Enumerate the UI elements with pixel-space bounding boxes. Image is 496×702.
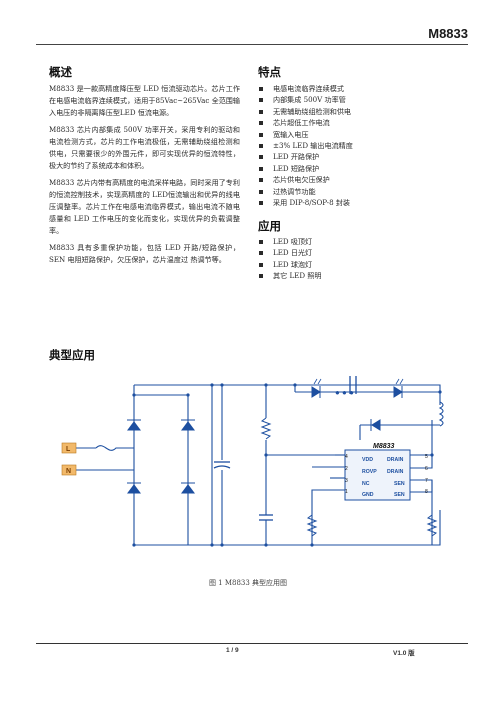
- pin-label: SEN: [394, 492, 405, 498]
- feature-item: 电感电流临界连续模式: [258, 83, 458, 94]
- application-item: LED 日光灯: [258, 247, 458, 258]
- pin-number: 2: [345, 466, 348, 472]
- features-heading: 特点: [258, 65, 281, 79]
- pin-number: 5: [425, 454, 428, 460]
- pin-label: SEN: [394, 481, 405, 487]
- overview-heading: 概述: [49, 65, 72, 79]
- pin-number: 8: [425, 489, 428, 495]
- pin-number: 6: [425, 466, 428, 472]
- feature-item: 过热调节功能: [258, 186, 458, 197]
- footer-divider: [36, 643, 468, 644]
- svg-text:L: L: [66, 446, 71, 453]
- pin-number: 3: [345, 478, 348, 484]
- pin-label: VDD: [362, 457, 373, 463]
- header-divider: [36, 44, 468, 45]
- feature-item: LED 开路保护: [258, 151, 458, 162]
- overview-paragraph: M8833 是一款高精度降压型 LED 恒流驱动芯片。芯片工作在电感电流临界连续…: [49, 84, 240, 117]
- application-item: 其它 LED 照明: [258, 270, 458, 281]
- application-item: LED 吸顶灯: [258, 236, 458, 247]
- pin-label: DRAIN: [387, 469, 404, 475]
- feature-item: 内部集成 500V 功率管: [258, 94, 458, 105]
- overview-paragraph: M8833 具有多重保护功能，包括 LED 开路/短路保护，SEN 电阻短路保护…: [49, 243, 240, 264]
- pin-label: ROVP: [362, 469, 377, 475]
- feature-item: 采用 DIP-8/SOP-8 封装: [258, 197, 458, 208]
- pin-number: 1: [345, 489, 348, 495]
- feature-item: 无需辅助绕组检测和供电: [258, 106, 458, 117]
- feature-item: 芯片供电欠压保护: [258, 174, 458, 185]
- pin-number: 4: [345, 454, 348, 460]
- figure-caption: 图 1 M8833 典型应用图: [208, 579, 288, 587]
- chip-name: M8833: [373, 443, 395, 450]
- application-item: LED 球泡灯: [258, 259, 458, 270]
- feature-item: LED 短路保护: [258, 163, 458, 174]
- typical-application-heading: 典型应用: [49, 348, 95, 362]
- led-chain-dots: ● ● ●: [335, 388, 354, 397]
- svg-text:N: N: [66, 468, 71, 475]
- neutral-terminal: N: [61, 464, 77, 476]
- overview-paragraph: M8833 芯片内部集成 500V 功率开关，采用专利的驱动和电流检测方式，芯片…: [49, 125, 240, 170]
- feature-item: 宽输入电压: [258, 129, 458, 140]
- feature-item: 芯片超低工作电流: [258, 117, 458, 128]
- document-title: M8833: [428, 26, 468, 41]
- pin-label: GND: [362, 492, 374, 498]
- applications-heading: 应用: [258, 219, 281, 233]
- overview-paragraph: M8833 芯片内带有高精度的电流采样电路，同时采用了专利的恒流控制技术，实现高…: [49, 178, 240, 235]
- applications-list: LED 吸顶灯 LED 日光灯 LED 球泡灯 其它 LED 照明: [258, 236, 458, 282]
- overview-body: M8833 是一款高精度降压型 LED 恒流驱动芯片。芯片工作在电感电流临界连续…: [49, 83, 240, 271]
- pin-label: DRAIN: [387, 457, 404, 463]
- m8833-chip: M8833 VDD ROVP NC GND DRAIN DRAIN SEN SE…: [344, 443, 428, 501]
- page-number: 1 / 9: [226, 647, 239, 654]
- feature-item: ±3% LED 输出电流精度: [258, 140, 458, 151]
- pin-label: NC: [362, 481, 370, 487]
- line-terminal: L: [61, 442, 77, 454]
- version-label: V1.0 版: [393, 650, 415, 657]
- features-list: 电感电流临界连续模式 内部集成 500V 功率管 无需辅助绕组检测和供电 芯片超…: [258, 83, 458, 208]
- pin-number: 7: [425, 478, 428, 484]
